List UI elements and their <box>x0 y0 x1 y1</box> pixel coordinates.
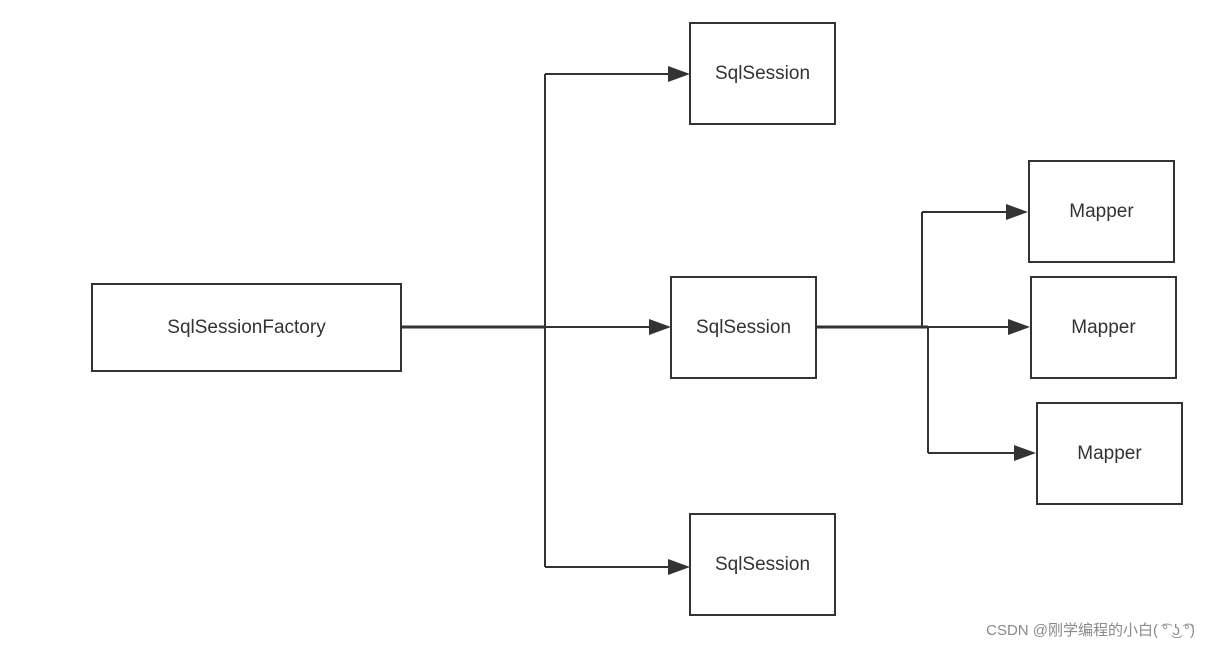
node-mapper-1-box <box>1028 160 1175 263</box>
arrowhead-session-bottom <box>668 559 690 575</box>
node-sqlsession-mid: SqlSession <box>670 276 817 379</box>
node-sqlsession-top-box <box>689 22 836 125</box>
arrowhead-session-mid <box>649 319 671 335</box>
node-mapper-2: Mapper <box>1030 276 1177 379</box>
arrowhead-mapper-2 <box>1008 319 1030 335</box>
node-mapper-2-label: Mapper <box>1071 317 1136 338</box>
arrowhead-mapper-3 <box>1014 445 1036 461</box>
node-sqlsession-mid-box <box>670 276 817 379</box>
node-sqlsessionfactory-box <box>91 283 402 372</box>
node-sqlsession-bottom: SqlSession <box>689 513 836 616</box>
node-sqlsession-top: SqlSession <box>689 22 836 125</box>
node-sqlsession-bottom-box <box>689 513 836 616</box>
arrowhead-session-top <box>668 66 690 82</box>
node-mapper-1: Mapper <box>1028 160 1175 263</box>
edges-session-to-mappers <box>816 204 1036 461</box>
edges-factory-to-sessions <box>401 66 690 575</box>
node-sqlsession-top-label: SqlSession <box>715 63 810 84</box>
node-mapper-3: Mapper <box>1036 402 1183 505</box>
node-sqlsession-bottom-label: SqlSession <box>715 554 810 575</box>
node-sqlsession-mid-label: SqlSession <box>696 317 791 338</box>
arrowhead-mapper-1 <box>1006 204 1028 220</box>
node-mapper-1-label: Mapper <box>1069 201 1134 222</box>
node-sqlsessionfactory: SqlSessionFactory <box>91 283 402 372</box>
csdn-watermark: CSDN @刚学编程的小白( ͡° ͜ʖ ͡°) <box>986 622 1195 639</box>
node-mapper-3-label: Mapper <box>1077 443 1142 464</box>
node-mapper-2-box <box>1030 276 1177 379</box>
node-mapper-3-box <box>1036 402 1183 505</box>
node-sqlsessionfactory-label: SqlSessionFactory <box>167 317 326 338</box>
